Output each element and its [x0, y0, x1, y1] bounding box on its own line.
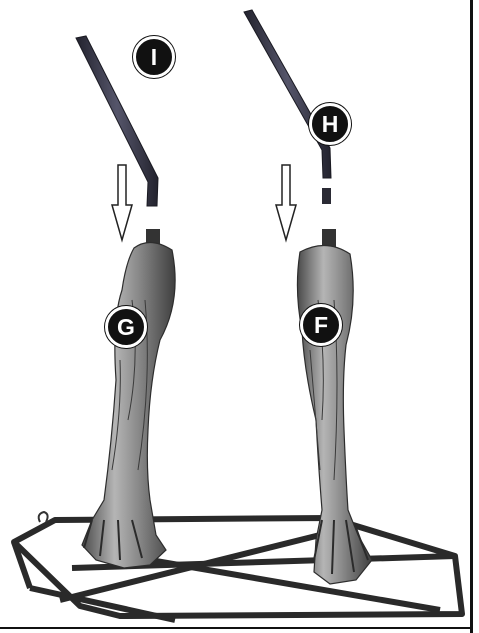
leg-f [297, 229, 372, 584]
label-f-badge: F [300, 304, 342, 346]
frame-hook [39, 512, 48, 522]
label-h-badge: H [309, 103, 351, 145]
base-frame [14, 518, 462, 620]
down-arrow-right [276, 165, 296, 240]
label-g-badge: G [105, 306, 147, 348]
down-arrow-left [112, 165, 132, 240]
label-i-badge: I [133, 36, 175, 78]
